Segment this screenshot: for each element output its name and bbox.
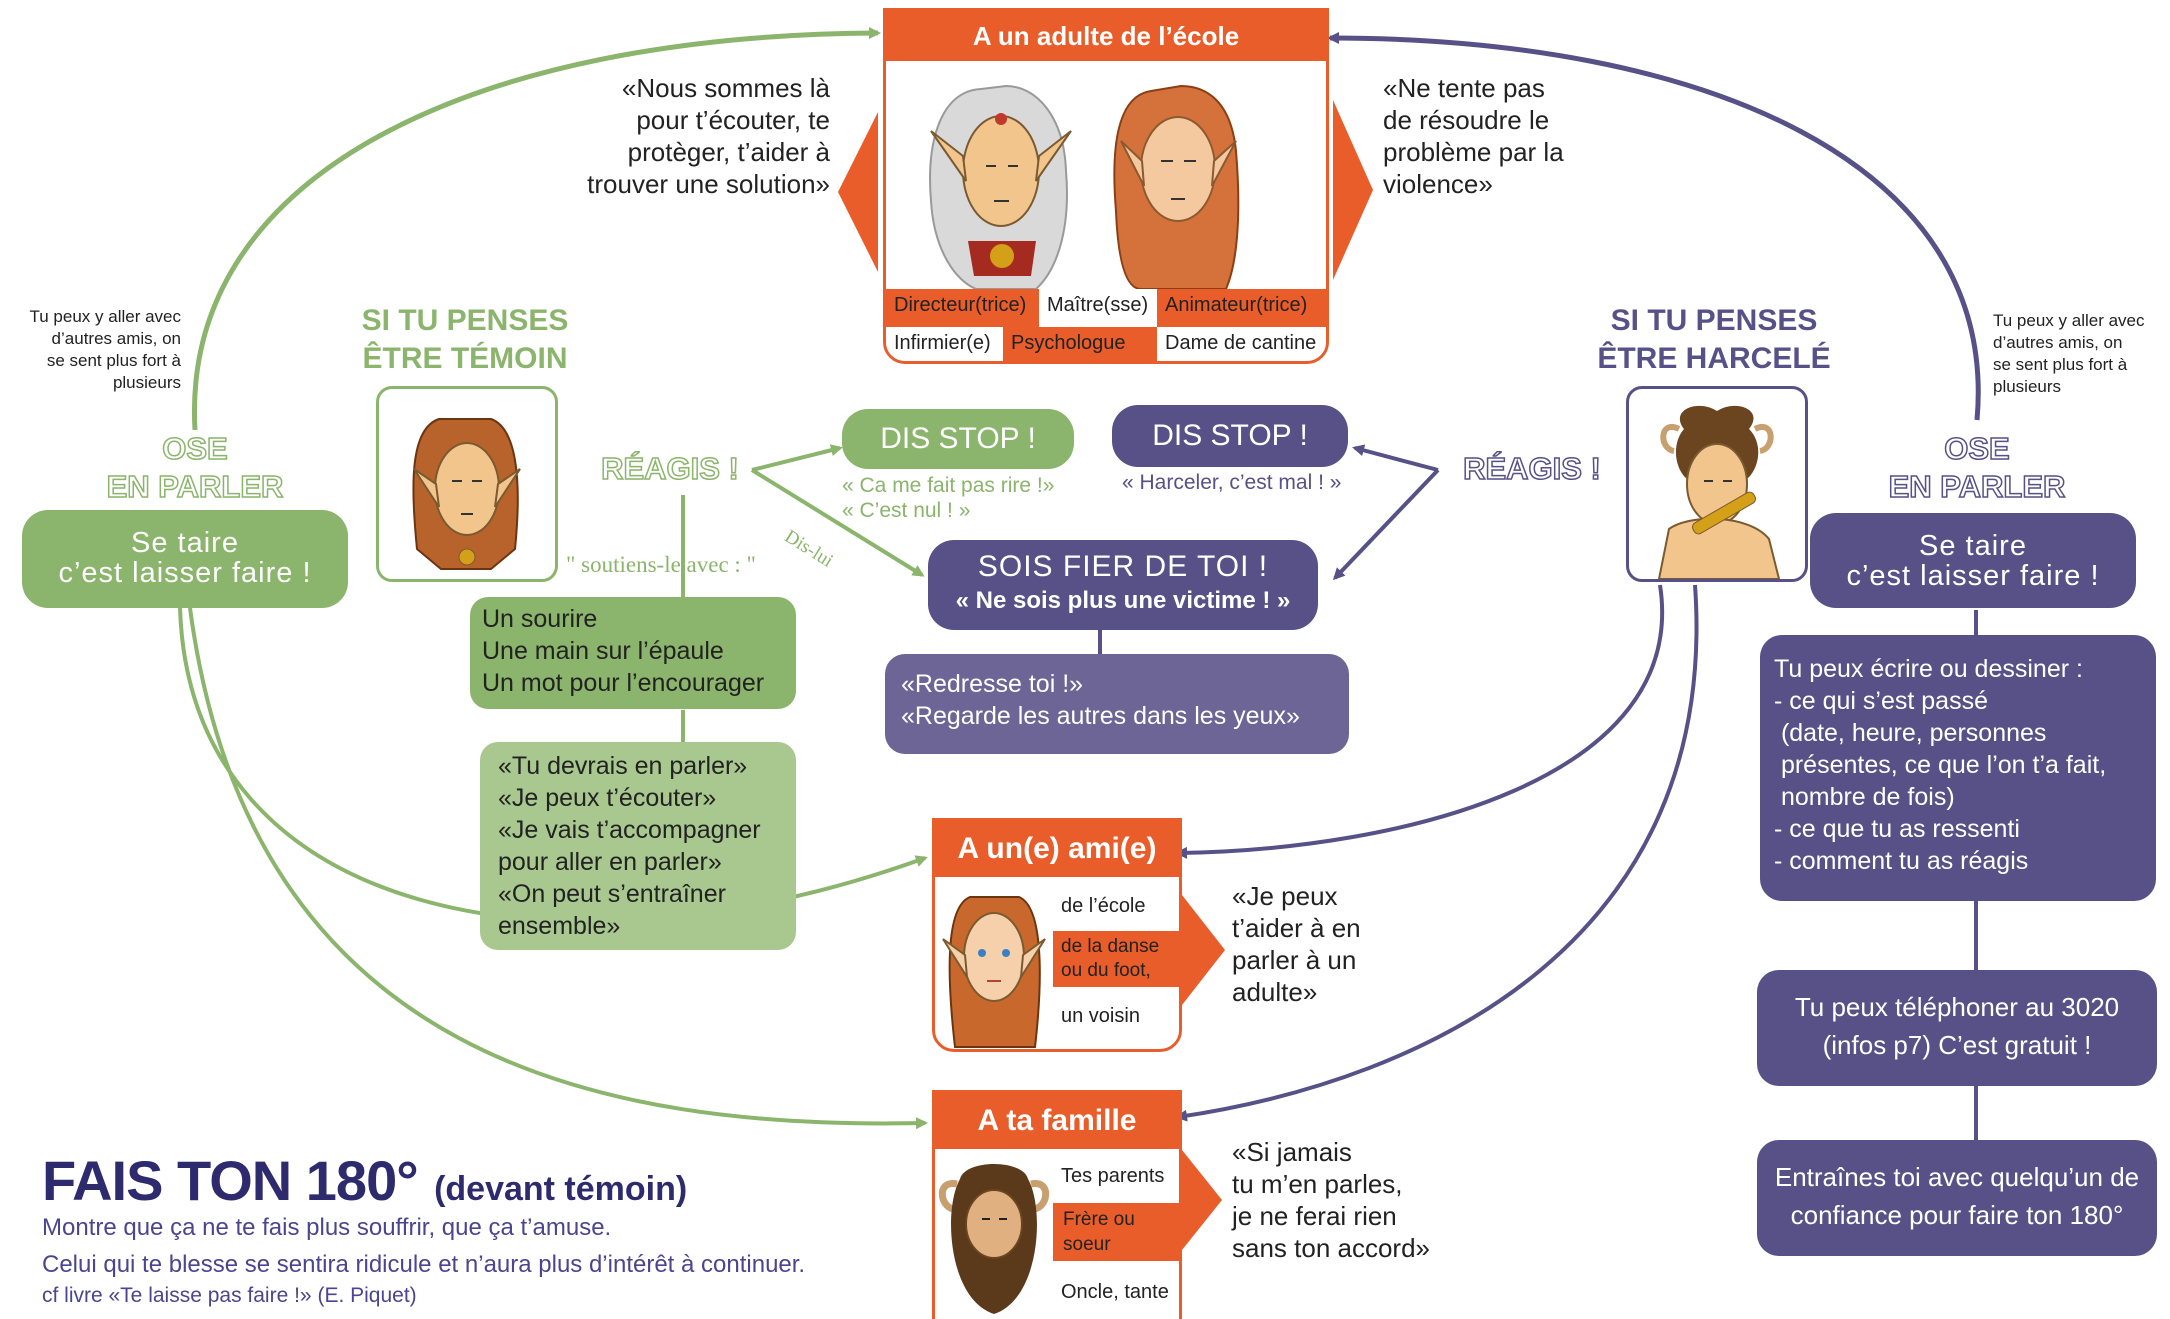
witness-portrait-image: [412, 418, 521, 570]
friend-box: A un(e) ami(e) de l’école de la danse ou…: [932, 818, 1182, 1052]
witness-soutiens: " soutiens-le avec : ": [566, 552, 756, 577]
victim-redresse-box: «Redresse toi !»«Regarde les autres dans…: [885, 654, 1349, 754]
arrow-witness-to-adult: [192, 27, 881, 431]
arrow-victim-to-family: [1175, 584, 1699, 1122]
adult-box: A un adulte de l’école Directeur(trice) …: [883, 8, 1329, 364]
victim-reagis: RÉAGIS !: [1462, 450, 1601, 487]
victim-write-box: Tu peux écrire ou dessiner :- ce qui s’e…: [1760, 635, 2156, 901]
adult-portraits-image: [929, 84, 1240, 289]
victim-dis-stop-box: DIS STOP !: [1112, 405, 1348, 467]
victim-phone-box: Tu peux téléphoner au 3020(infos p7) C’e…: [1757, 970, 2157, 1086]
witness-reagis: RÉAGIS !: [600, 450, 739, 487]
arrow-reagis-victim-sois-fier: [1332, 468, 1440, 581]
victim-dis-stop-quote: « Harceler, c’est mal ! »: [1122, 471, 1342, 494]
victim-portrait: [1626, 386, 1808, 582]
witness-portrait: [376, 386, 558, 582]
friend-box-title: A un(e) ami(e): [935, 821, 1179, 877]
cell-animateur: Animateur(trice): [1157, 289, 1326, 327]
footer-title: FAIS TON 180° (devant témoin): [42, 1149, 688, 1212]
footer-line2: Celui qui te blesse se sentira ridicule …: [42, 1251, 806, 1278]
witness-dis-stop-box: DIS STOP !: [842, 409, 1074, 469]
adult-box-title: A un adulte de l’école: [886, 11, 1326, 61]
cell-directeur: Directeur(trice): [886, 289, 1039, 327]
cell-dame-cantine: Dame de cantine: [1157, 327, 1326, 361]
arrow-victim-to-adult: [1327, 32, 1981, 421]
friend-cell-danse: de la danse ou du foot, ...: [1053, 931, 1179, 1005]
victim-portrait-image: [1657, 405, 1781, 580]
family-cell-parents: Tes parents: [1053, 1153, 1179, 1203]
friend-cell-ecole: de l’école: [1053, 881, 1179, 931]
cell-maitre: Maître(sse): [1039, 289, 1157, 327]
arrow-witness-to-family: [188, 607, 928, 1130]
arrow-victim-to-friend: [1175, 584, 1665, 859]
arrow-reagis-victim-dis-stop: [1352, 444, 1439, 472]
arrow-reagis-dis-stop: [751, 444, 843, 472]
witness-phrases-box: «Tu devrais en parler»«Je peux t’écouter…: [480, 742, 796, 950]
footer-line1: Montre que ça ne te fais plus souffrir, …: [42, 1214, 612, 1241]
victim-sois-fier-box: SOIS FIER DE TOI ! « Ne sois plus une vi…: [928, 540, 1318, 630]
witness-dis-stop-quotes: « Ca me fait pas rire !»« C’est nul ! »: [842, 474, 1055, 522]
family-cell-oncle: Oncle, tante: [1053, 1261, 1179, 1319]
footer-line3: cf livre «Te laisse pas faire !» (E. Piq…: [42, 1284, 417, 1307]
family-cell-frere: Frère ou soeur: [1053, 1203, 1179, 1261]
family-box: A ta famille Tes parents Frère ou soeur …: [932, 1090, 1182, 1319]
cell-infirmier: Infirmier(e): [886, 327, 1003, 361]
family-portrait-image: [938, 1164, 1050, 1314]
arrow-reagis-sois-fier: [750, 468, 925, 577]
friend-portrait-image: [942, 896, 1046, 1048]
cell-psychologue: Psychologue: [1003, 327, 1157, 361]
family-box-title: A ta famille: [935, 1093, 1179, 1149]
friend-cell-voisin: un voisin: [1053, 987, 1179, 1047]
